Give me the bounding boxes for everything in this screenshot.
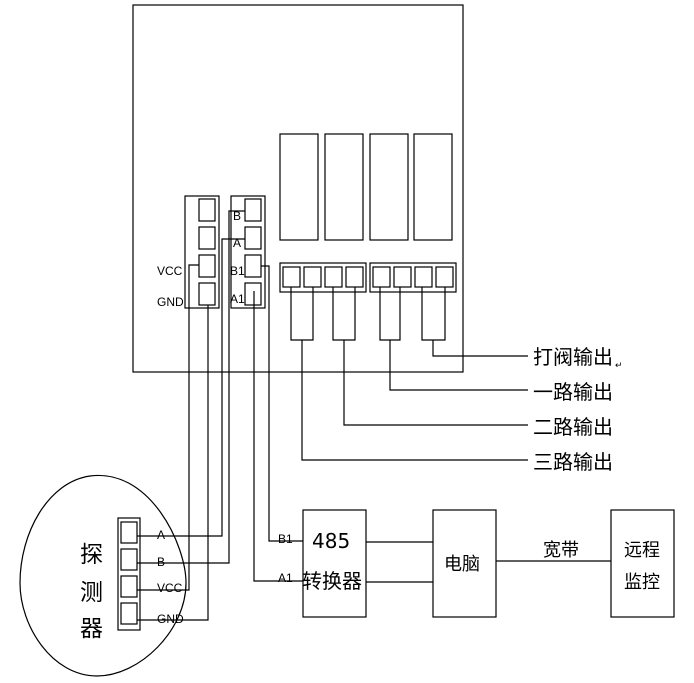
converter-in-b1: B1: [278, 532, 293, 546]
remote-label-1: 远程: [624, 540, 660, 561]
detector-pin-b: B: [157, 555, 165, 569]
detector-pin-a: A: [157, 528, 165, 542]
detector-outline: [19, 474, 187, 677]
detector-name-2: 测: [80, 580, 103, 606]
output-terminal-group-1: [279, 262, 367, 293]
detector-name-1: 探: [80, 542, 103, 568]
relay-2: [324, 133, 364, 241]
label-gnd-left: GND: [157, 295, 184, 309]
label-a-mid: A: [233, 236, 241, 250]
computer-label: 电脑: [444, 554, 480, 575]
output-terminal-group-2: [369, 262, 457, 293]
converter-box: [302, 509, 367, 618]
label-output-2: 二路输出: [533, 415, 613, 439]
label-b1-mid: B1: [230, 264, 245, 278]
label-output-1: 一路输出: [533, 380, 613, 404]
detector-terminal-block: [117, 517, 141, 631]
label-valve-output: 打阀输出: [533, 345, 613, 369]
converter-in-a1: A1: [278, 571, 293, 585]
remote-label-2: 监控: [624, 572, 660, 593]
terminal-block-mid: [230, 195, 266, 309]
detector-wiring: [137, 210, 245, 621]
converter-label-name: 转换器: [302, 569, 362, 593]
label-output-3: 三路输出: [533, 450, 613, 474]
label-vcc-left: VCC: [157, 264, 183, 278]
label-a1-mid: A1: [230, 292, 245, 306]
detector-name-3: 器: [80, 616, 103, 642]
remote-monitor-box: [610, 509, 675, 618]
relay-4: [413, 133, 453, 241]
relay-1: [279, 133, 319, 241]
detector-pin-vcc: VCC: [157, 581, 183, 595]
label-b-mid: B: [233, 209, 241, 223]
converter-label-485: 485: [312, 529, 350, 553]
label-valve-mark: ↵: [615, 360, 623, 370]
converter-wiring: [253, 265, 303, 582]
computer-box: [432, 509, 497, 618]
broadband-label: 宽带: [543, 540, 579, 561]
terminal-block-left: [184, 195, 220, 309]
detector-pin-gnd: GND: [157, 612, 184, 626]
output-wiring: [290, 287, 528, 461]
relay-3: [369, 133, 409, 241]
